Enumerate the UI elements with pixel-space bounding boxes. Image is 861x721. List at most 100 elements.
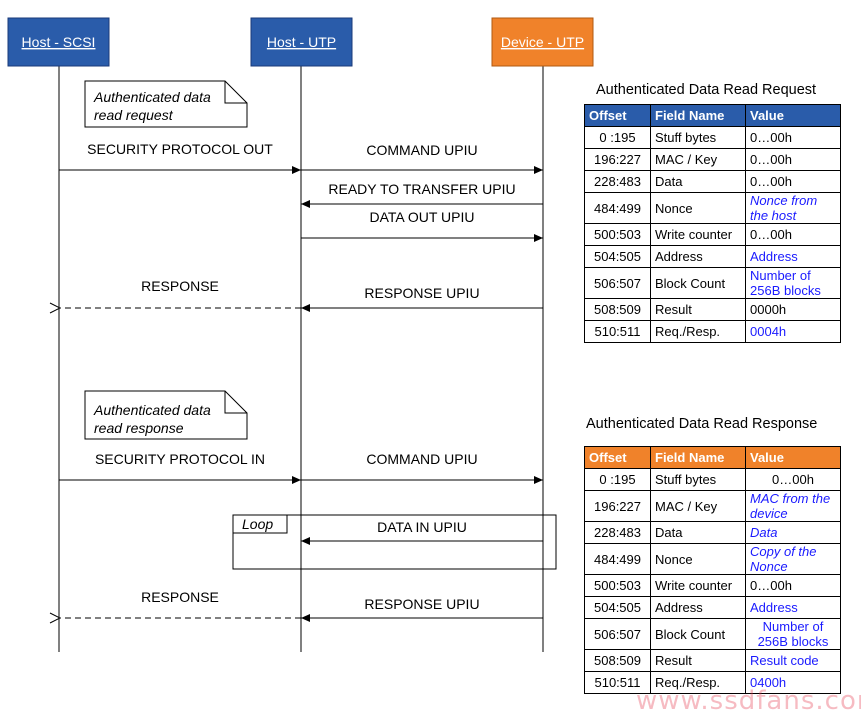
cell-value-line: 0…00h <box>772 472 814 487</box>
header-offset: Offset <box>584 446 651 469</box>
msg-security-protocol-out-label: SECURITY PROTOCOL OUT <box>87 141 273 157</box>
cell-field-name: Write counter <box>650 223 746 246</box>
cell-offset: 510:511 <box>584 320 651 343</box>
cell-offset: 500:503 <box>584 574 651 597</box>
cell-value-line: MAC from the <box>750 491 831 506</box>
cell-offset: 228:483 <box>584 170 651 193</box>
msg-response-upiu-1-label: RESPONSE UPIU <box>364 285 479 301</box>
cell-field-name: MAC / Key <box>650 148 746 171</box>
cell-value: 0…00h <box>745 574 841 597</box>
cell-value: Address <box>745 596 841 619</box>
cell-offset: 508:509 <box>584 649 651 672</box>
msg-command-upiu-2-label: COMMAND UPIU <box>366 451 477 467</box>
cell-value-line: 0…00h <box>750 152 792 167</box>
cell-field-name: Stuff bytes <box>650 126 746 149</box>
msg-data-out-label: DATA OUT UPIU <box>369 209 474 225</box>
cell-offset: 196:227 <box>584 148 651 171</box>
header-value: Value <box>745 104 841 127</box>
cell-offset: 484:499 <box>584 543 651 575</box>
cell-value-line: Address <box>750 249 798 264</box>
cell-value-line: Number of <box>762 619 824 634</box>
cell-value-line: 0004h <box>750 324 787 339</box>
header-field-name: Field Name <box>650 446 746 469</box>
header-offset: Offset <box>584 104 651 127</box>
cell-value-line: 0…00h <box>750 578 792 593</box>
cell-field-name: Address <box>650 596 746 619</box>
cell-offset: 508:509 <box>584 298 651 321</box>
cell-value: Result code <box>745 649 841 672</box>
cell-field-name: Address <box>650 245 746 268</box>
cell-value: Address <box>745 245 841 268</box>
cell-field-name: Block Count <box>650 618 746 650</box>
cell-value: 0…00h <box>745 126 841 149</box>
participant-host-utp: Host - UTP <box>250 17 353 67</box>
response-table-header: Offset Field Name Value <box>584 446 841 469</box>
cell-offset: 228:483 <box>584 521 651 544</box>
cell-value-line: 0000h <box>750 302 787 317</box>
participant-device-utp-label: Device - UTP <box>501 34 584 50</box>
msg-command-upiu-1-label: COMMAND UPIU <box>366 142 477 158</box>
cell-value: 0…00h <box>745 468 841 491</box>
cell-offset: 510:511 <box>584 671 651 694</box>
cell-offset: 500:503 <box>584 223 651 246</box>
cell-field-name: Req./Resp. <box>650 671 746 694</box>
cell-offset: 196:227 <box>584 490 651 522</box>
cell-value-line: Nonce from <box>750 193 818 208</box>
cell-value-line: device <box>750 506 788 521</box>
cell-value: 0…00h <box>745 223 841 246</box>
msg-security-protocol-in-label: SECURITY PROTOCOL IN <box>95 451 265 467</box>
cell-offset: 0 :195 <box>584 468 651 491</box>
cell-offset: 504:505 <box>584 245 651 268</box>
cell-value-line: 0…00h <box>750 130 792 145</box>
header-value: Value <box>745 446 841 469</box>
watermark: www.ssdfans.com <box>636 686 861 716</box>
cell-value-line: 0…00h <box>750 227 792 242</box>
cell-offset: 504:505 <box>584 596 651 619</box>
cell-value-line: 256B blocks <box>750 283 821 298</box>
cell-field-name: Result <box>650 649 746 672</box>
note-read-request-line1: Authenticated data <box>93 89 211 105</box>
participant-host-scsi-label: Host - SCSI <box>22 34 96 50</box>
cell-value-line: 0400h <box>750 675 787 690</box>
cell-field-name: Block Count <box>650 267 746 299</box>
cell-value: 0000h <box>745 298 841 321</box>
cell-value: 0…00h <box>745 148 841 171</box>
msg-response-1-label: RESPONSE <box>141 278 219 294</box>
cell-value: Data <box>745 521 841 544</box>
loop-label: Loop <box>242 516 273 532</box>
response-table-title: Authenticated Data Read Response <box>586 416 818 432</box>
cell-field-name: Data <box>650 170 746 193</box>
msg-data-in-label: DATA IN UPIU <box>377 519 467 535</box>
cell-value-line: Number of <box>750 268 811 283</box>
cell-value: 0…00h <box>745 170 841 193</box>
cell-value-line: Address <box>750 600 798 615</box>
msg-response-upiu-2-label: RESPONSE UPIU <box>364 596 479 612</box>
cell-value-line: the host <box>750 208 797 223</box>
note-read-response-line1: Authenticated data <box>93 402 211 418</box>
cell-field-name: MAC / Key <box>650 490 746 522</box>
loop-frame: Loop <box>232 514 557 570</box>
